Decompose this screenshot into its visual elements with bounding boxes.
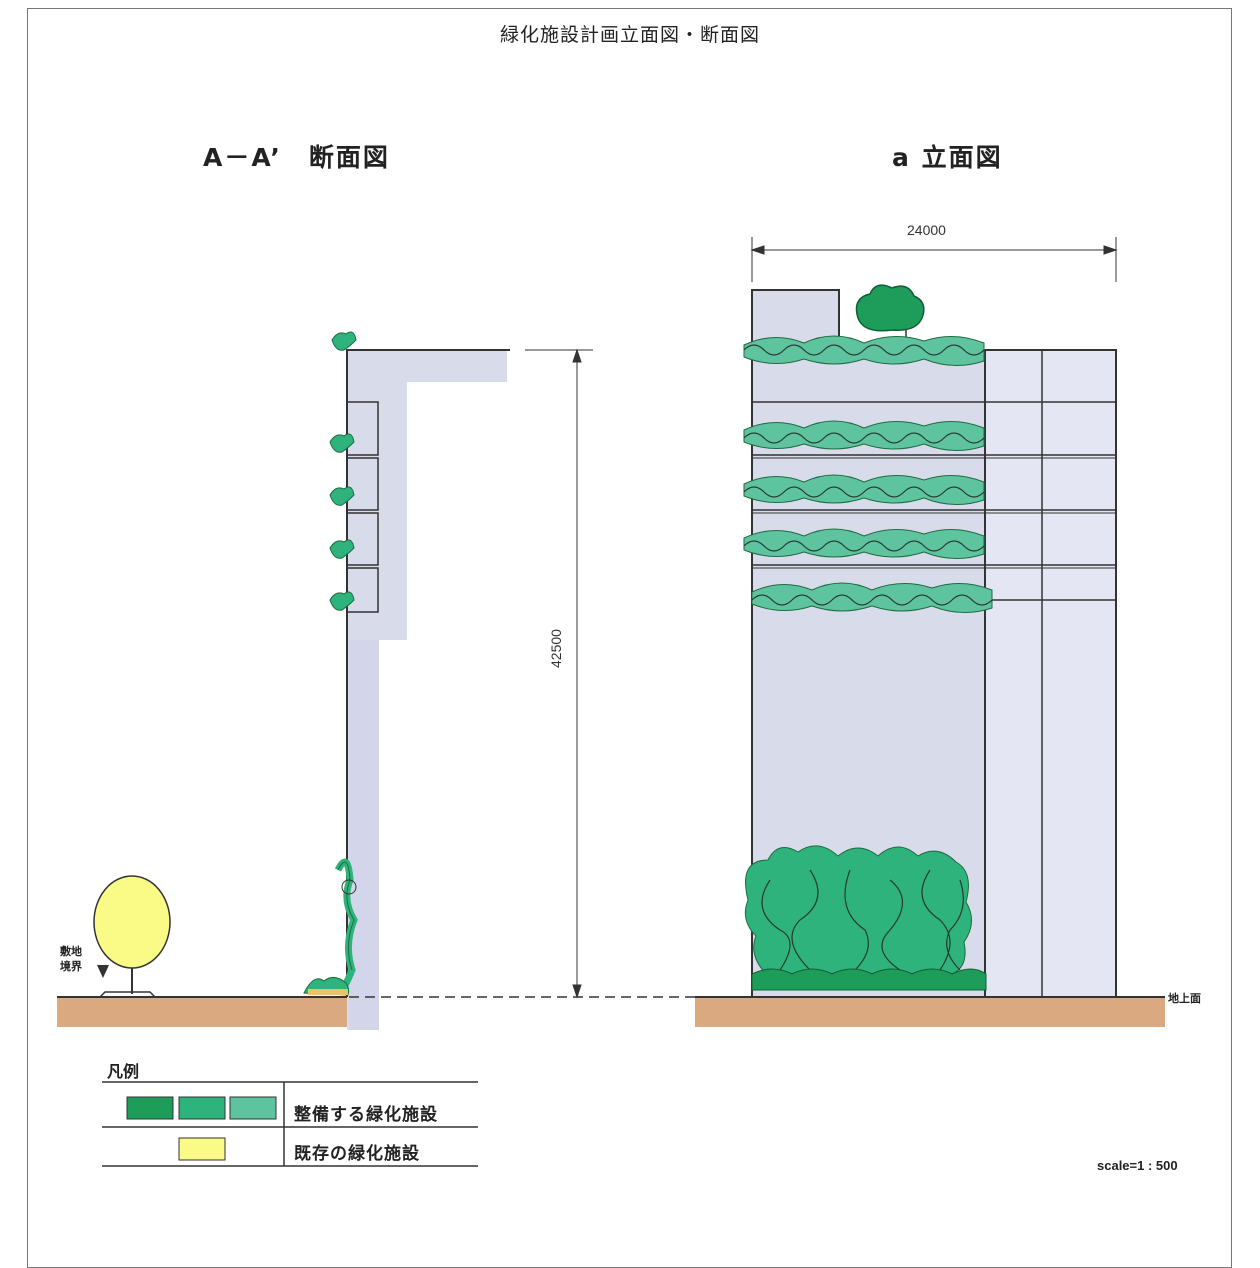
section-heading: A－A’ 断面図 bbox=[203, 143, 390, 172]
boundary-marker-icon bbox=[97, 965, 109, 978]
legend-table bbox=[102, 1081, 478, 1167]
section-building bbox=[347, 350, 507, 1030]
scale-label: scale=1 : 500 bbox=[1097, 1158, 1178, 1173]
page-title: 緑化施設計画立面図・断面図 bbox=[499, 24, 760, 46]
ground-section bbox=[57, 997, 349, 1027]
height-dimension bbox=[525, 348, 593, 999]
legend-title: 凡例 bbox=[107, 1062, 140, 1081]
legend-label-existing: 既存の緑化施設 bbox=[294, 1144, 420, 1164]
elevation-heading: a 立面図 bbox=[892, 143, 1003, 172]
existing-tree bbox=[93, 875, 171, 994]
ground-level-label: 地上面 bbox=[1168, 992, 1201, 1005]
rooftop-tree bbox=[855, 284, 925, 350]
width-dimension bbox=[750, 237, 1118, 282]
legend-swatch-light-green bbox=[229, 1096, 277, 1120]
width-dimension-label: 24000 bbox=[907, 222, 946, 238]
boundary-label-line2: 境界 bbox=[60, 960, 82, 973]
legend-swatch-dark-green bbox=[126, 1096, 174, 1120]
elevation-wall-planting bbox=[744, 845, 987, 991]
balcony-vines bbox=[743, 344, 993, 606]
section-balcony-planting bbox=[329, 331, 357, 611]
ground-elevation bbox=[695, 997, 1165, 1027]
section-wall-climber bbox=[303, 858, 358, 996]
boundary-label-line1: 敷地 bbox=[60, 945, 82, 958]
legend-swatch-mid-green bbox=[178, 1096, 226, 1120]
boundary-label: 敷地 境界 bbox=[60, 944, 82, 974]
height-dimension-label: 42500 bbox=[548, 629, 564, 668]
legend-swatch-yellow bbox=[178, 1137, 226, 1161]
legend-label-new: 整備する緑化施設 bbox=[294, 1105, 438, 1125]
section-outline bbox=[346, 349, 510, 997]
